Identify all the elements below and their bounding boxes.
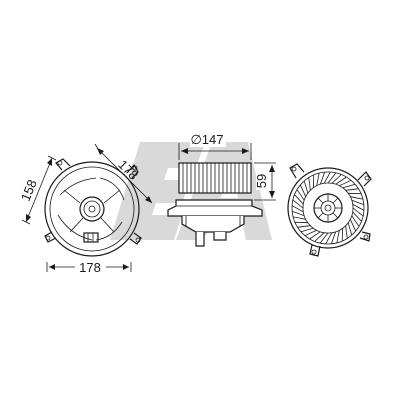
middle-view-side-profile — [167, 162, 263, 247]
impeller-blade — [291, 205, 304, 213]
impeller-blade — [309, 231, 321, 240]
impeller-blade — [316, 173, 320, 186]
impeller-blade — [351, 215, 360, 227]
impeller-blade — [304, 229, 317, 237]
impeller-blade — [297, 225, 311, 228]
dim-left-height-label: 158 — [18, 177, 40, 203]
impeller-blade — [342, 183, 356, 189]
impeller-blade — [292, 199, 304, 209]
impeller-blade — [349, 219, 357, 232]
impeller-blade — [331, 174, 342, 184]
impeller-blade — [300, 227, 314, 233]
impeller-blade — [352, 207, 364, 217]
impeller-blade — [325, 232, 333, 245]
right-view-impeller-front — [287, 163, 372, 257]
dim-diameter-label: ∅147 — [190, 132, 223, 147]
impeller-blade — [350, 196, 363, 200]
impeller-blade — [352, 203, 365, 211]
impeller-blade — [327, 172, 337, 184]
impeller-blade — [294, 194, 304, 205]
dim-height-label: 59 — [254, 174, 269, 188]
impeller-blade — [352, 211, 362, 222]
impeller-blade — [331, 231, 337, 244]
left-view-motor-back — [44, 158, 142, 257]
impeller-blade — [339, 179, 352, 187]
dim-left-width-label: 178 — [79, 260, 101, 275]
impeller-blade — [335, 176, 347, 185]
impeller-blade — [345, 225, 348, 239]
impeller-blade — [314, 232, 325, 242]
dim-diameter: ∅147 — [178, 132, 252, 160]
impeller-blade — [351, 199, 364, 205]
impeller-blade — [293, 216, 306, 220]
impeller-blade — [345, 188, 359, 191]
impeller-blades — [291, 171, 365, 245]
impeller-blade — [296, 189, 305, 201]
impeller-blade — [336, 230, 340, 243]
impeller-blade — [308, 177, 311, 191]
impeller-blade — [319, 232, 329, 244]
dim-height: 59 — [254, 162, 276, 201]
impeller-blade — [299, 184, 307, 197]
impeller-blade — [347, 222, 353, 236]
impeller-blade — [292, 211, 305, 217]
impeller-blade — [319, 172, 325, 185]
impeller-blade — [323, 171, 331, 184]
impeller-blade — [303, 180, 309, 194]
dim-left-width: 178 — [46, 260, 132, 275]
